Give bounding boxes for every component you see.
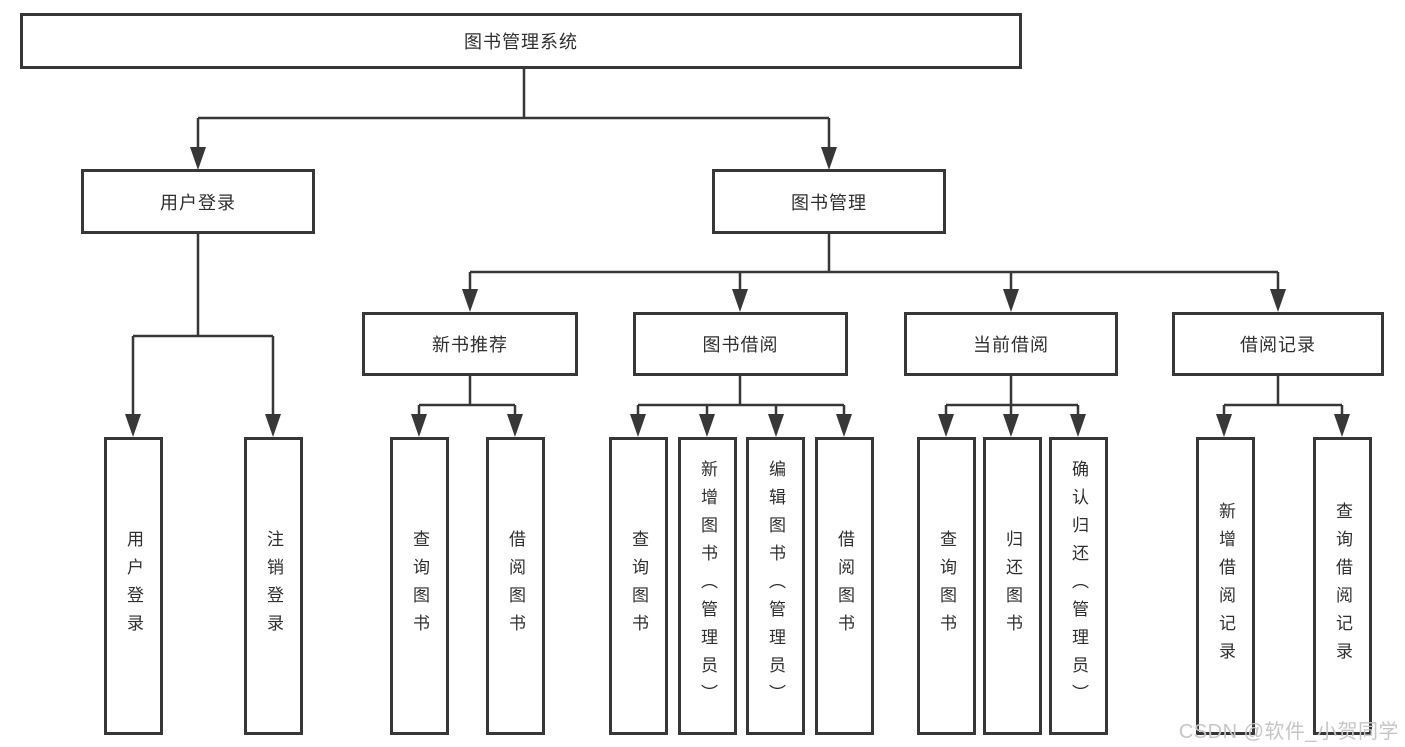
leaf-return-book-label: 归还图书 xyxy=(1003,530,1022,642)
node-book-borrowing: 图书借阅 xyxy=(633,312,848,376)
leaf-edit-book-admin-label: 编辑图书（管理员） xyxy=(766,460,785,712)
leaf-query-books-recommend-label: 查询图书 xyxy=(410,530,429,642)
leaf-query-books-current-label: 查询图书 xyxy=(937,530,956,642)
leaf-confirm-return-admin: 确认归还（管理员） xyxy=(1049,437,1108,735)
node-current-borrowing: 当前借阅 xyxy=(904,312,1118,376)
leaf-edit-book-admin: 编辑图书（管理员） xyxy=(746,437,805,735)
leaf-query-books-borrow: 查询图书 xyxy=(609,437,668,735)
leaf-query-books-borrow-label: 查询图书 xyxy=(629,530,648,642)
leaf-query-borrow-record-label: 查询借阅记录 xyxy=(1333,502,1352,670)
leaf-borrow-books-label: 借阅图书 xyxy=(835,530,854,642)
leaf-add-borrow-record: 新增借阅记录 xyxy=(1196,437,1255,735)
leaf-confirm-return-admin-label: 确认归还（管理员） xyxy=(1069,460,1088,712)
leaf-query-borrow-record: 查询借阅记录 xyxy=(1313,437,1372,735)
node-library-management-system: 图书管理系统 xyxy=(20,13,1022,69)
leaf-logout: 注销登录 xyxy=(244,437,303,735)
leaf-user-login-label: 用户登录 xyxy=(124,530,143,642)
leaf-add-borrow-record-label: 新增借阅记录 xyxy=(1216,502,1235,670)
node-user-login: 用户登录 xyxy=(81,169,315,234)
csdn-watermark: CSDN @软件_小贺同学 xyxy=(1178,721,1399,743)
leaf-borrow-books: 借阅图书 xyxy=(815,437,874,735)
leaf-borrow-books-recommend: 借阅图书 xyxy=(486,437,545,735)
leaf-query-books-current: 查询图书 xyxy=(917,437,976,735)
leaf-query-books-recommend: 查询图书 xyxy=(390,437,449,735)
leaf-user-login: 用户登录 xyxy=(104,437,163,735)
node-new-book-recommend: 新书推荐 xyxy=(362,312,578,376)
leaf-add-book-admin-label: 新增图书（管理员） xyxy=(698,460,717,712)
leaf-add-book-admin: 新增图书（管理员） xyxy=(678,437,737,735)
leaf-borrow-books-recommend-label: 借阅图书 xyxy=(506,530,525,642)
node-book-management: 图书管理 xyxy=(712,169,946,234)
node-borrowing-records: 借阅记录 xyxy=(1172,312,1384,376)
leaf-logout-label: 注销登录 xyxy=(264,530,283,642)
leaf-return-book: 归还图书 xyxy=(983,437,1042,735)
